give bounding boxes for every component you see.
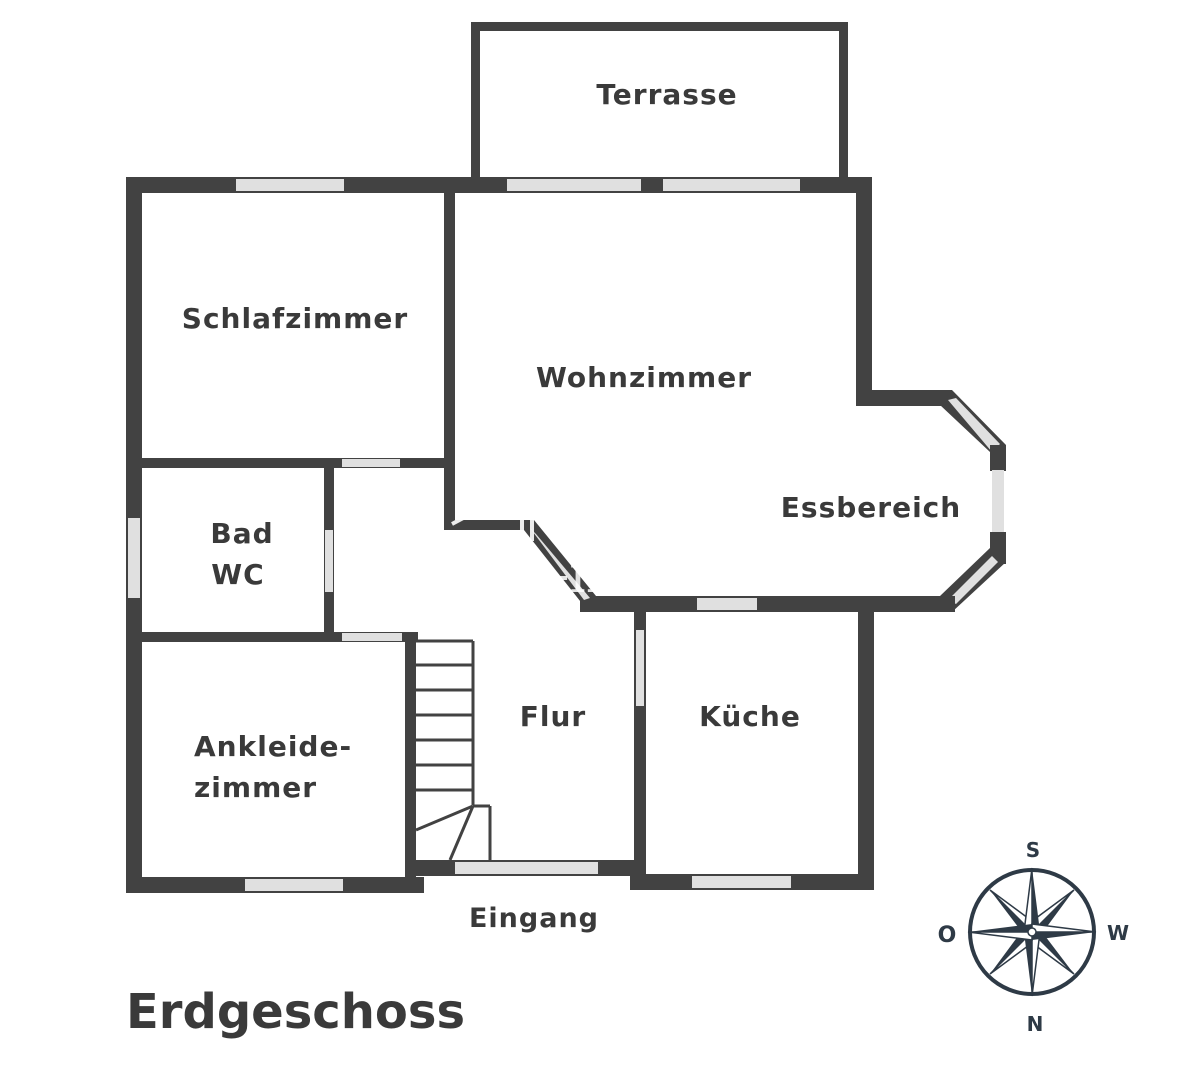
room-label-terrasse: Terrasse <box>596 78 737 111</box>
staircase <box>415 639 492 861</box>
room-label-zimmer: zimmer <box>194 771 317 804</box>
interior-walls <box>140 185 596 882</box>
room-label-ankleide: Ankleide- <box>194 730 352 763</box>
floor-title: Erdgeschoss <box>126 984 465 1040</box>
kitchen-walls <box>630 604 874 890</box>
watermark-text: ohne-makler <box>423 545 754 605</box>
room-label-bad: Bad <box>210 517 273 550</box>
left-wall <box>126 177 142 893</box>
room-label-kueche: Küche <box>699 700 801 733</box>
compass-label-left: O <box>938 923 957 948</box>
compass-label-right: W <box>1107 921 1129 945</box>
entrance-label: Eingang <box>469 903 599 934</box>
room-label-wc: WC <box>211 558 264 591</box>
room-label-essbereich: Essbereich <box>781 491 961 524</box>
room-label-wohnzimmer: Wohnzimmer <box>536 361 752 394</box>
bottom-wall <box>126 860 638 893</box>
top-wall <box>126 177 872 193</box>
terrace-outline <box>471 22 848 184</box>
watermark-logo <box>451 481 664 552</box>
room-label-flur: Flur <box>520 700 586 733</box>
compass-label-bottom: N <box>1027 1012 1044 1036</box>
room-label-schlafzimmer: Schlafzimmer <box>182 302 408 335</box>
compass-label-top: S <box>1026 838 1040 862</box>
compass-icon <box>967 867 1097 997</box>
